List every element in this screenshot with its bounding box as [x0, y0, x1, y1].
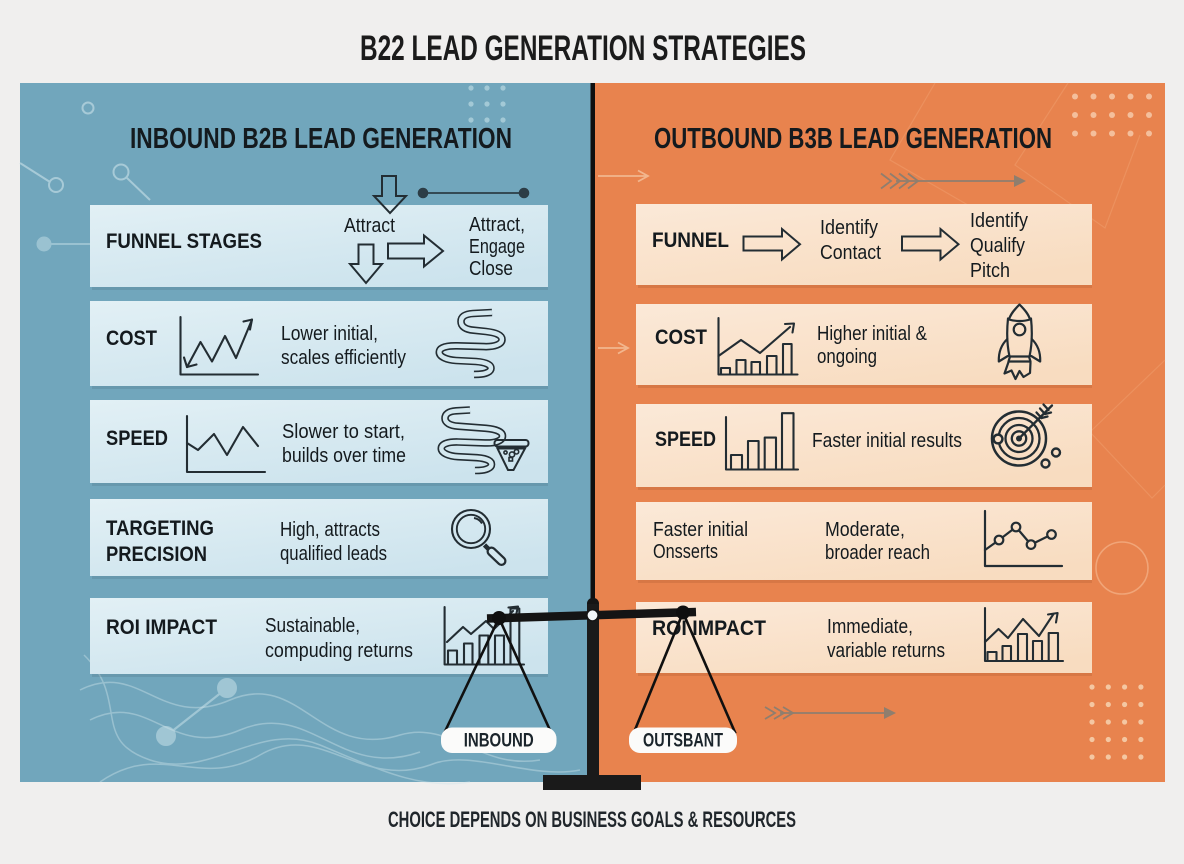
svg-text:OUTSBANT: OUTSBANT — [643, 731, 723, 752]
svg-text:builds over time: builds over time — [282, 445, 406, 467]
svg-text:scales efficiently: scales efficiently — [281, 347, 406, 369]
svg-text:INBOUND B2B LEAD GENERATION: INBOUND B2B LEAD GENERATION — [130, 123, 512, 155]
svg-text:B22 LEAD GENERATION STRATEGIES: B22 LEAD GENERATION STRATEGIES — [360, 29, 806, 68]
svg-text:Higher initial &: Higher initial & — [817, 323, 928, 345]
svg-text:Sustainable,: Sustainable, — [265, 615, 360, 637]
svg-text:COST: COST — [106, 327, 157, 350]
svg-text:Engage: Engage — [469, 236, 525, 258]
svg-text:High, attracts: High, attracts — [280, 519, 380, 541]
svg-text:Attract: Attract — [344, 215, 395, 237]
svg-text:Onsserts: Onsserts — [653, 541, 718, 563]
svg-text:OUTBOUND B3B LEAD GENERATION: OUTBOUND B3B LEAD GENERATION — [654, 123, 1052, 155]
svg-text:Attract,: Attract, — [469, 214, 525, 236]
svg-text:Faster initial results: Faster initial results — [812, 430, 962, 452]
svg-text:FUNNEL STAGES: FUNNEL STAGES — [106, 230, 262, 253]
svg-text:ROI IMPACT: ROI IMPACT — [106, 616, 217, 639]
svg-text:broader reach: broader reach — [825, 542, 930, 564]
svg-text:SPEED: SPEED — [106, 427, 168, 450]
svg-text:ROI IMPACT: ROI IMPACT — [652, 617, 766, 640]
svg-text:Faster initial: Faster initial — [653, 519, 748, 541]
svg-text:Close: Close — [469, 258, 513, 280]
svg-text:INBOUND: INBOUND — [464, 731, 534, 752]
svg-text:variable returns: variable returns — [827, 640, 945, 662]
svg-text:Identify: Identify — [820, 217, 878, 239]
svg-text:PRECISION: PRECISION — [106, 543, 207, 566]
svg-text:TARGETING: TARGETING — [106, 517, 214, 540]
svg-text:CHOICE DEPENDS ON BUSINESS GOA: CHOICE DEPENDS ON BUSINESS GOALS & RESOU… — [388, 807, 796, 832]
svg-text:Moderate,: Moderate, — [825, 519, 905, 541]
svg-text:FUNNEL: FUNNEL — [652, 229, 729, 252]
svg-text:Slower to start,: Slower to start, — [282, 421, 405, 443]
svg-text:SPEED: SPEED — [655, 428, 716, 451]
svg-text:Qualify: Qualify — [970, 235, 1025, 257]
svg-text:Lower initial,: Lower initial, — [281, 323, 378, 345]
svg-text:COST: COST — [655, 326, 707, 349]
svg-text:ongoing: ongoing — [817, 346, 877, 368]
svg-text:Immediate,: Immediate, — [827, 616, 913, 638]
svg-text:Contact: Contact — [820, 242, 881, 264]
svg-text:compuding returns: compuding returns — [265, 640, 413, 662]
svg-text:Identify: Identify — [970, 210, 1028, 232]
svg-text:qualified leads: qualified leads — [280, 543, 387, 565]
svg-text:Pitch: Pitch — [970, 260, 1010, 282]
